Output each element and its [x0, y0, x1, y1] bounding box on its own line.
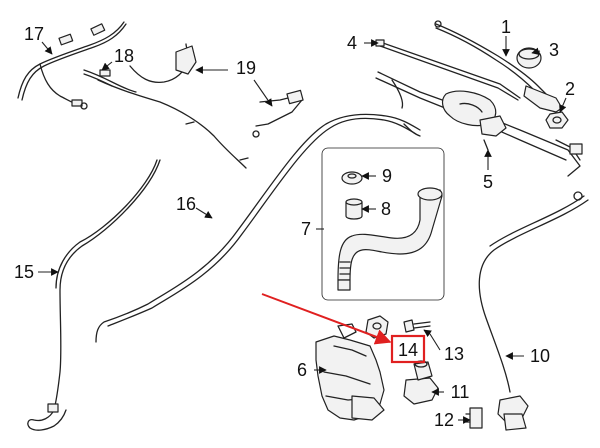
callout-13: 13 — [444, 344, 464, 364]
wiper-arm-1 — [434, 20, 563, 113]
rear-pump-10 — [478, 191, 589, 431]
grommet-9 — [341, 171, 363, 185]
washer-hose-18 — [83, 69, 137, 93]
washer-hose-15 — [27, 159, 161, 431]
callout-11: 11 — [451, 382, 470, 402]
cap-3 — [516, 47, 542, 69]
nut-2 — [545, 111, 569, 129]
callout-9: 9 — [382, 166, 392, 186]
washer-reservoir-6 — [315, 323, 385, 421]
callout-17: 17 — [24, 24, 44, 44]
highlight-box-14 — [390, 334, 426, 364]
connector-12 — [465, 407, 483, 429]
washer-hose-19 — [97, 43, 304, 169]
washer-pump-11 — [403, 360, 439, 405]
callout-10: 10 — [530, 346, 550, 366]
callout-labels: 1 2 3 4 5 6 7 8 9 10 11 12 13 14 15 16 1… — [14, 17, 575, 430]
callout-14: 14 — [398, 340, 418, 360]
callout-1: 1 — [501, 17, 511, 37]
callout-18: 18 — [114, 46, 134, 66]
leader-lines — [38, 36, 567, 424]
callout-4: 4 — [347, 33, 357, 53]
callout-19: 19 — [236, 58, 256, 78]
callout-2: 2 — [565, 79, 575, 99]
callout-8: 8 — [381, 199, 391, 219]
callout-5: 5 — [483, 172, 493, 192]
callout-15: 15 — [14, 262, 34, 282]
wiper-blade-4 — [375, 39, 521, 101]
bolt-13 — [403, 319, 431, 333]
callout-7: 7 — [301, 219, 311, 239]
highlight-indicator — [261, 293, 426, 364]
wiper-linkage-5 — [375, 71, 583, 177]
group-bracket-7 — [321, 147, 445, 301]
filler-neck-7 — [337, 187, 443, 291]
washer-hose-17 — [17, 21, 127, 110]
washer-hose-16 — [95, 113, 421, 343]
callout-3: 3 — [549, 40, 559, 60]
callout-16: 16 — [176, 194, 196, 214]
seal-8 — [345, 198, 363, 220]
callout-12: 12 — [434, 410, 454, 430]
callout-6: 6 — [297, 360, 307, 380]
